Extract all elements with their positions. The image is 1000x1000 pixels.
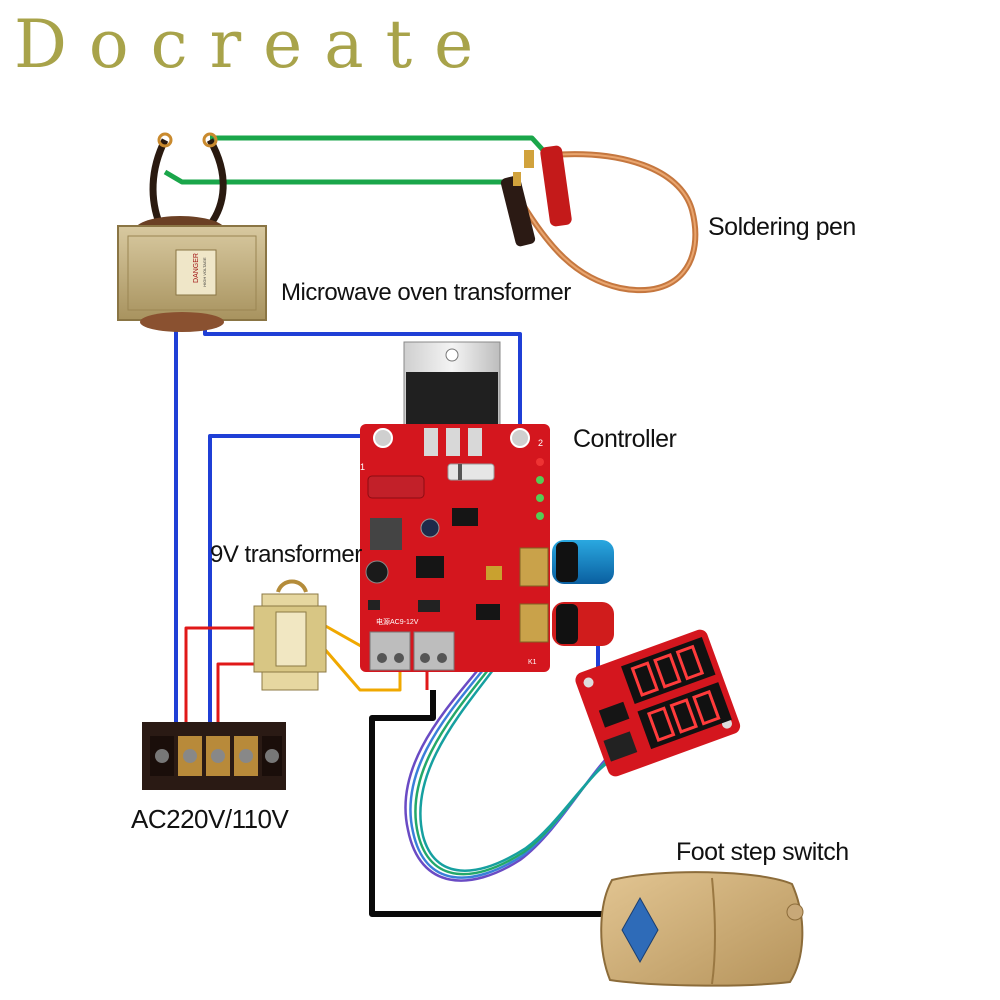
label-foot-switch: Foot step switch bbox=[676, 838, 849, 866]
black-wire-footswitch bbox=[369, 690, 605, 917]
label-soldering-pen: Soldering pen bbox=[708, 213, 856, 241]
ic-2 bbox=[416, 556, 444, 578]
mot-warning-plate bbox=[175, 249, 217, 296]
fuse bbox=[447, 463, 495, 481]
green-wire-lower bbox=[163, 169, 518, 185]
blue-wire-mot-to-controller bbox=[203, 330, 522, 432]
ribbon-cable-to-footswitch bbox=[404, 654, 627, 882]
pedal-body bbox=[600, 871, 804, 987]
blue-wire-terminal-to-controller bbox=[208, 434, 382, 728]
mains-terminal-block bbox=[142, 722, 286, 790]
ic-1 bbox=[452, 508, 478, 526]
pen-black-grip bbox=[500, 175, 536, 247]
nine-volt-transformer bbox=[253, 579, 327, 691]
mount-hole-1 bbox=[373, 428, 393, 448]
blue-wires bbox=[174, 330, 600, 728]
k1-mark: K1 bbox=[528, 659, 537, 666]
red-wire-b bbox=[216, 662, 258, 728]
soldering-pen bbox=[500, 145, 699, 293]
controller-board: 1 2 电源AC9-12V K1 bbox=[360, 341, 614, 672]
display-module bbox=[575, 629, 741, 777]
brand-logo: Docreate bbox=[14, 6, 496, 83]
terminal-block-output bbox=[413, 631, 455, 671]
mount-hole-2 bbox=[510, 428, 530, 448]
orange-wire-b bbox=[320, 645, 402, 692]
foot-step-switch[interactable] bbox=[600, 871, 804, 987]
microwave-oven-transformer: DANGER HIGH VOLTAGE bbox=[117, 132, 267, 332]
supply-mark: 电源AC9-12V bbox=[376, 617, 419, 626]
mot-danger-text: DANGER bbox=[193, 253, 200, 283]
header-pins bbox=[486, 566, 502, 580]
pin2-mark: 2 bbox=[538, 438, 543, 448]
red-wire-a bbox=[184, 626, 258, 728]
display-connector bbox=[603, 731, 638, 762]
label-mains: AC220V/110V bbox=[131, 804, 289, 834]
seven-segment-bottom bbox=[637, 682, 732, 750]
electrolytic-cap bbox=[365, 560, 389, 584]
capacitor-x bbox=[367, 475, 425, 499]
mot-high-voltage-text: HIGH VOLTAGE bbox=[202, 257, 207, 287]
triac bbox=[406, 372, 498, 428]
label-microwave-transformer: Microwave oven transformer bbox=[281, 279, 571, 306]
terminal-block-power bbox=[369, 631, 411, 671]
pin1-mark: 1 bbox=[360, 462, 365, 472]
seven-segment-top bbox=[621, 636, 716, 704]
potentiometer-1 bbox=[519, 547, 549, 587]
green-wire-upper bbox=[210, 135, 554, 162]
label-9v-transformer: 9V transformer bbox=[210, 541, 362, 568]
ic-3 bbox=[476, 604, 500, 620]
pen-red-grip bbox=[540, 145, 572, 227]
label-controller: Controller bbox=[573, 425, 677, 453]
pedal-logo bbox=[621, 896, 659, 964]
potentiometer-2 bbox=[519, 603, 549, 643]
